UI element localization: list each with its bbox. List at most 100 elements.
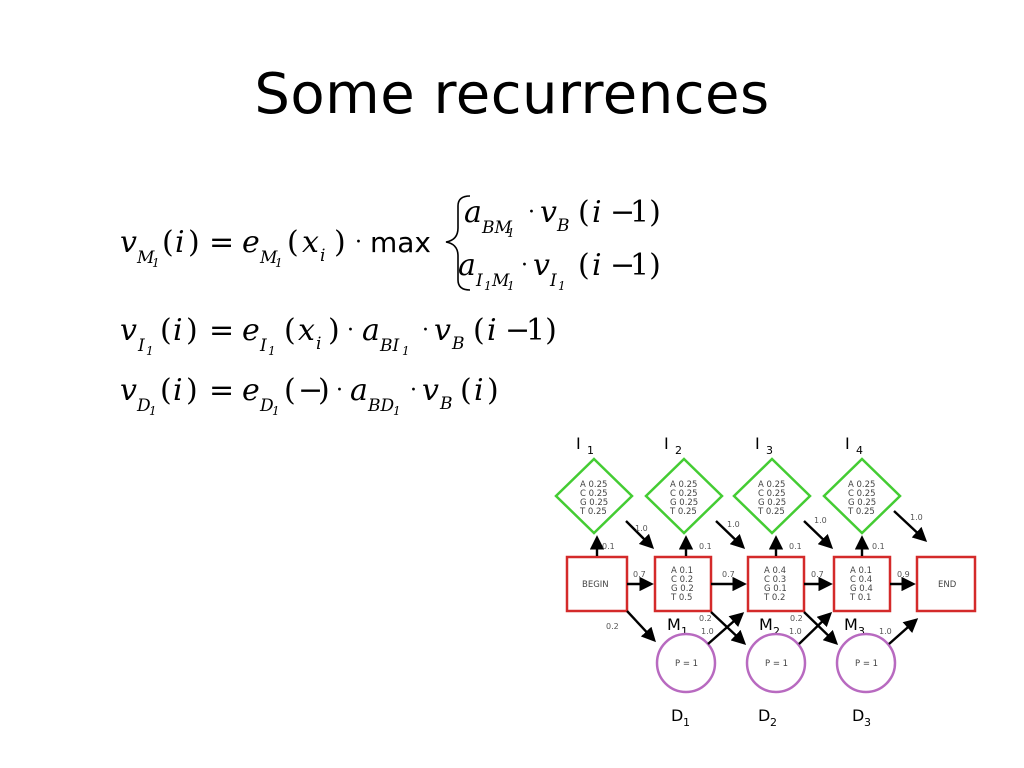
- insert-diamond: [732, 457, 812, 535]
- insert-states: A 0.25 C 0.25 G 0.25 T 0.25 A 0.25 C 0.2…: [554, 457, 902, 535]
- svg-text:1: 1: [268, 344, 276, 358]
- svg-text:v: v: [120, 373, 137, 408]
- insert-label-letter: I: [576, 434, 581, 453]
- delete-circle: [835, 632, 897, 694]
- emission-text: A 0.1: [850, 566, 872, 576]
- svg-text:a: a: [350, 373, 368, 408]
- delete-text: P = 1: [855, 659, 878, 669]
- insert-label-sub: 1: [587, 444, 594, 457]
- svg-text:a: a: [362, 313, 380, 348]
- svg-text:BD: BD: [367, 396, 394, 416]
- svg-text:max: max: [370, 226, 431, 259]
- svg-text:1): 1): [630, 195, 661, 230]
- prob-label: 1.0: [879, 627, 892, 636]
- insert-diamond: [822, 457, 902, 535]
- match-label-sub: 1: [681, 625, 688, 638]
- svg-text:·: ·: [336, 378, 343, 403]
- match-label-sub: 2: [773, 625, 780, 638]
- delete-text: P = 1: [675, 659, 698, 669]
- prob-label: 0.1: [602, 542, 615, 551]
- svg-text:(: (: [162, 225, 174, 260]
- svg-text:i: i: [173, 373, 183, 408]
- emission-text: A 0.25: [758, 480, 785, 490]
- svg-text:i: i: [316, 334, 321, 354]
- emission-text: A 0.25: [670, 480, 697, 490]
- prob-label: 0.7: [633, 570, 646, 579]
- svg-text:(: (: [284, 373, 296, 408]
- svg-text:1): 1): [630, 248, 661, 283]
- svg-text:I: I: [259, 336, 267, 356]
- prob-label: 1.0: [727, 520, 740, 529]
- emission-text: G 0.25: [580, 498, 608, 508]
- prob-label: 0.1: [872, 542, 885, 551]
- svg-text:·: ·: [528, 200, 535, 225]
- svg-text:): ): [334, 225, 346, 260]
- emission-text: C 0.4: [850, 575, 872, 585]
- svg-text:i: i: [487, 313, 497, 348]
- svg-text:·: ·: [347, 318, 354, 343]
- emission-text: G 0.25: [758, 498, 786, 508]
- delete-label-sub: 3: [864, 716, 871, 729]
- svg-text:): ): [328, 313, 340, 348]
- svg-text:a: a: [464, 195, 482, 230]
- svg-text:1: 1: [272, 404, 280, 418]
- emission-text: G 0.4: [850, 584, 873, 594]
- begin-label: BEGIN: [582, 580, 609, 590]
- emission-text: T 0.25: [847, 507, 875, 517]
- svg-text:BM: BM: [481, 218, 512, 238]
- insert-diamond: [644, 457, 724, 535]
- svg-text:(: (: [160, 313, 172, 348]
- delete-label-sub: 2: [770, 716, 777, 729]
- svg-text:1): 1): [526, 313, 557, 348]
- svg-text:e: e: [242, 313, 260, 348]
- delete-label-letter: D: [671, 706, 683, 725]
- svg-text:M: M: [259, 248, 278, 268]
- emission-text: C 0.25: [848, 489, 876, 499]
- emission-text: C 0.25: [580, 489, 608, 499]
- svg-text:i: i: [592, 248, 602, 283]
- svg-text:=: =: [209, 313, 234, 348]
- insert-label-letter: I: [845, 434, 850, 453]
- delete-circle: [745, 632, 807, 694]
- prob-label: 1.0: [701, 627, 714, 636]
- svg-text:v: v: [533, 248, 550, 283]
- emission-text: A 0.4: [764, 566, 786, 576]
- svg-text:v: v: [434, 313, 451, 348]
- prob-label: 0.1: [699, 542, 712, 551]
- prob-label: 0.7: [722, 570, 735, 579]
- prob-label: 0.9: [897, 570, 910, 579]
- svg-text:1: 1: [152, 256, 160, 270]
- svg-text:D: D: [136, 396, 151, 416]
- emission-text: G 0.1: [764, 584, 787, 594]
- match-states: BEGIN A 0.1 C 0.2 G 0.2 T 0.5 A 0.4 C 0.…: [565, 555, 977, 613]
- emission-text: A 0.25: [580, 480, 607, 490]
- svg-text:x: x: [302, 225, 319, 260]
- svg-text:B: B: [451, 334, 465, 354]
- svg-text:·: ·: [521, 253, 528, 278]
- svg-text:=: =: [209, 373, 234, 408]
- emission-text: T 0.25: [757, 507, 785, 517]
- prob-label: 0.1: [789, 542, 802, 551]
- emission-text: C 0.2: [671, 575, 693, 585]
- svg-text:x: x: [298, 313, 315, 348]
- emission-text: G 0.2: [671, 584, 694, 594]
- end-label: END: [938, 580, 957, 590]
- prob-label: 0.2: [606, 622, 619, 631]
- svg-text:1: 1: [146, 344, 154, 358]
- svg-text:I: I: [137, 336, 145, 356]
- svg-text:(: (: [578, 248, 590, 283]
- svg-text:D: D: [259, 396, 274, 416]
- prob-label: 1.0: [635, 524, 648, 533]
- svg-text:): ): [318, 373, 330, 408]
- svg-text:1: 1: [149, 404, 157, 418]
- svg-text:(: (: [160, 373, 172, 408]
- svg-text:1: 1: [275, 256, 283, 270]
- delete-text: P = 1: [765, 659, 788, 669]
- svg-text:1: 1: [402, 344, 410, 358]
- insert-label-letter: I: [664, 434, 669, 453]
- prob-label: 1.0: [910, 513, 923, 522]
